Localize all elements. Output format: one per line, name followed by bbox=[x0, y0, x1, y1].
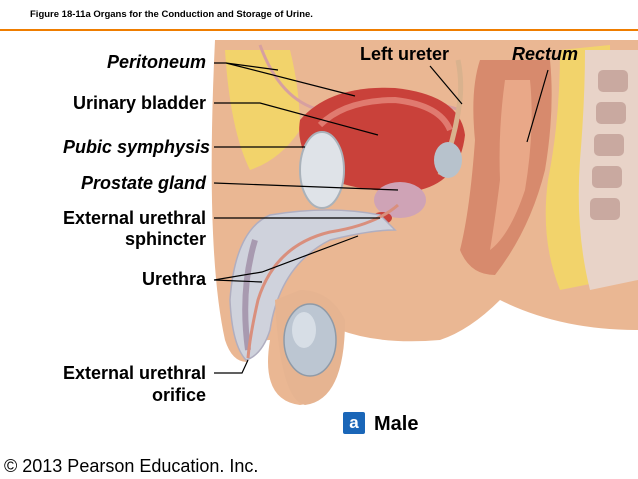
accent-rule bbox=[0, 29, 638, 31]
penis-shaft bbox=[229, 209, 397, 361]
leader-lines bbox=[213, 62, 549, 374]
leader-prostate-gland bbox=[213, 182, 399, 191]
leader-urethra bbox=[213, 235, 359, 283]
leader-peritoneum bbox=[214, 62, 356, 97]
label-urethra: Urethra bbox=[141, 269, 206, 289]
rectum-lumen bbox=[490, 80, 532, 250]
corpora-detail bbox=[242, 239, 258, 351]
leader-urinary-bladder bbox=[214, 102, 379, 136]
label-ext-urethral-sphincter-line1: External urethral bbox=[62, 208, 206, 228]
label-ext-urethral-orifice-line2: orifice bbox=[151, 385, 206, 405]
label-peritoneum: Peritoneum bbox=[106, 52, 206, 72]
label-ext-urethral-sphincter-line2: sphincter bbox=[124, 229, 206, 249]
fat-layer-pubic bbox=[225, 50, 300, 170]
leader-orifice bbox=[214, 359, 249, 374]
label-urinary-bladder: Urinary bladder bbox=[72, 93, 206, 113]
label-left-ureter: Left ureter bbox=[360, 44, 450, 64]
figure-caption: Figure 18-11a Organs for the Conduction … bbox=[30, 9, 313, 20]
prostate-gland-shape bbox=[374, 182, 426, 218]
label-pubic-symphysis: Pubic symphysis bbox=[62, 137, 210, 157]
urethra-shape bbox=[246, 203, 399, 359]
panel-title: Male bbox=[374, 413, 419, 435]
label-ext-urethral-orifice-line1: External urethral bbox=[62, 363, 206, 383]
testis-highlight bbox=[292, 312, 316, 348]
copyright-notice: © 2013 Pearson Education. Inc. bbox=[4, 456, 259, 476]
panel-letter-badge: a bbox=[343, 412, 365, 434]
bladder-highlight bbox=[317, 96, 453, 132]
label-prostate-gland: Prostate gland bbox=[80, 173, 206, 193]
seminal-vesicle bbox=[434, 142, 462, 178]
title-bar bbox=[0, 0, 638, 31]
leader-left-ureter bbox=[429, 65, 463, 105]
label-rectum: Rectum bbox=[512, 44, 579, 64]
leader-rectum bbox=[526, 69, 549, 143]
pubic-symphysis-bone bbox=[299, 131, 345, 209]
